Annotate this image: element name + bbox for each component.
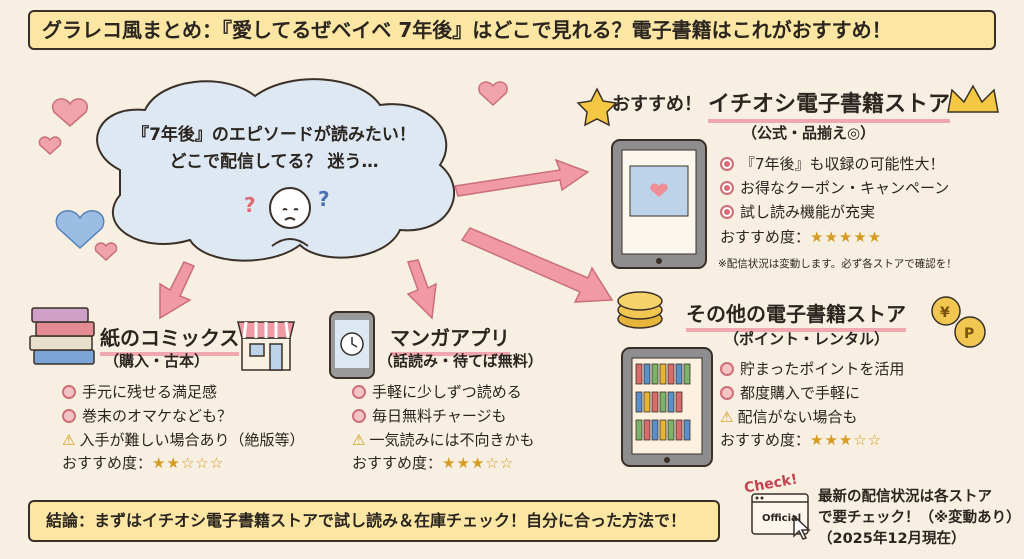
bullet-icon — [720, 181, 734, 195]
bullet-icon — [720, 157, 734, 171]
worried-person-icon — [269, 187, 311, 247]
thought-cloud — [96, 78, 456, 262]
manga-app-title: マンガアプリ — [390, 322, 510, 356]
manga-app-subtitle: （話読み・待てば無料） — [378, 352, 543, 370]
warning-icon: ⚠ — [352, 431, 366, 449]
bullet-icon — [720, 362, 734, 376]
feature-item: 手軽に少しずつ読める — [352, 380, 534, 404]
shop-icon — [237, 321, 295, 371]
tablet-icon — [611, 139, 707, 269]
bullet-icon — [720, 386, 734, 400]
rating: おすすめ度：★★★☆☆ — [352, 454, 515, 472]
rating: おすすめ度：★★★★★ — [720, 228, 883, 246]
thought-line-2: どこで配信してる？ 迷う… — [169, 152, 379, 172]
crown-icon — [947, 84, 999, 113]
bullet-icon — [62, 385, 76, 399]
cursor-icon — [793, 514, 811, 540]
arrow-icon — [159, 261, 196, 320]
arrow-icon — [406, 259, 437, 320]
rating: おすすめ度：★★☆☆☆ — [62, 454, 225, 472]
heart-icon — [38, 136, 62, 156]
heart-icon — [55, 210, 105, 250]
page-title: グラレコ風まとめ：『愛してるぜベイベ 7年後』はどこで見れる？電子書籍はこれがお… — [28, 10, 996, 50]
warning-icon: ⚠ — [720, 408, 734, 426]
svg-text:¥: ¥ — [940, 305, 950, 321]
books-stack-icon — [29, 307, 95, 365]
bottom-note-line-1: 最新の配信状況は各ストア — [818, 489, 992, 505]
thought-line-1: 『7年後』のエピソードが読みたい！ — [132, 125, 416, 145]
warning-item: ⚠一気読みには不向きかも — [352, 431, 535, 449]
other-stores-subtitle: （ポイント・レンタル） — [724, 330, 890, 348]
rating: おすすめ度：★★★☆☆ — [720, 431, 883, 449]
question-mark-icon: ? — [244, 193, 256, 217]
feature-item: 『7年後』も収録の可能性大！ — [720, 152, 949, 176]
warning-item: ⚠配信がない場合も — [720, 408, 858, 426]
warning-icon: ⚠ — [62, 431, 76, 449]
rating-stars: ★★★☆☆ — [442, 454, 515, 472]
paper-comics-subtitle: （購入・古本） — [104, 352, 210, 370]
availability-note: ※配信状況は変動します。必ず各ストアで確認を！ — [718, 258, 957, 270]
recommended-store-subtitle: （公式・品揃え◎） — [742, 124, 876, 142]
feature-item: お得なクーポン・キャンペーン — [720, 176, 949, 200]
recommended-badge: おすすめ！ — [612, 94, 702, 115]
rating-stars: ★★☆☆☆ — [152, 454, 225, 472]
bullet-icon — [352, 409, 366, 423]
feature-item: 毎日無料チャージも — [352, 404, 534, 428]
feature-item: 試し読み機能が充実 — [720, 200, 949, 224]
other-stores-features: 貯まったポイントを活用 都度購入で手軽に ⚠配信がない場合も おすすめ度：★★★… — [720, 357, 904, 450]
star-badge-icon — [576, 87, 618, 127]
heart-icon — [478, 81, 508, 107]
feature-item: 手元に残せる満足感 — [62, 380, 304, 404]
paper-comics-title: 紙のコミックス — [100, 322, 240, 356]
thought-bubble-text: 『7年後』のエピソードが読みたい！ どこで配信してる？ 迷う… — [128, 122, 420, 176]
bottom-note-line-3: （2025年12月現在） — [818, 531, 966, 547]
question-mark-icon: ? — [318, 187, 330, 211]
feature-item: 都度購入で手軽に — [720, 381, 904, 405]
coin-icon: ¥ P — [931, 296, 986, 348]
heart-icon — [94, 242, 118, 262]
paper-comics-features: 手元に残せる満足感 巻末のオマケなども？ ⚠入手が難しい場合あり（絶版等） おす… — [62, 380, 304, 473]
feature-item: 巻末のオマケなども？ — [62, 404, 304, 428]
bullet-icon — [62, 409, 76, 423]
svg-text:P: P — [964, 326, 974, 342]
rating-stars: ★★★★★ — [810, 228, 883, 246]
heart-icon — [51, 98, 89, 127]
manga-app-features: 手軽に少しずつ読める 毎日無料チャージも ⚠一気読みには不向きかも おすすめ度：… — [352, 380, 534, 473]
coin-icon — [617, 291, 663, 329]
recommended-store-title: イチオシ電子書籍ストア — [708, 86, 951, 123]
other-stores-title: その他の電子書籍ストア — [686, 298, 906, 332]
arrow-icon — [454, 158, 590, 197]
bullet-icon — [352, 385, 366, 399]
recommended-store-features: 『7年後』も収録の可能性大！ お得なクーポン・キャンペーン 試し読み機能が充実 … — [720, 152, 949, 247]
smartphone-clock-icon — [329, 311, 375, 379]
bottom-note-line-2: で要チェック！（※変動あり） — [818, 510, 1021, 526]
bottom-note: 最新の配信状況は各ストア で要チェック！（※変動あり） （2025年12月現在） — [818, 487, 1021, 550]
conclusion-banner: 結論：まずはイチオシ電子書籍ストアで試し読み＆在庫チェック！自分に合った方法で！ — [28, 500, 720, 542]
arrow-icon — [460, 227, 614, 303]
bullet-icon — [720, 205, 734, 219]
warning-item: ⚠入手が難しい場合あり（絶版等） — [62, 431, 305, 449]
rating-stars: ★★★☆☆ — [810, 431, 883, 449]
ebook-reader-icon — [621, 347, 713, 467]
feature-item: 貯まったポイントを活用 — [720, 357, 904, 381]
official-label: Official — [762, 513, 802, 524]
